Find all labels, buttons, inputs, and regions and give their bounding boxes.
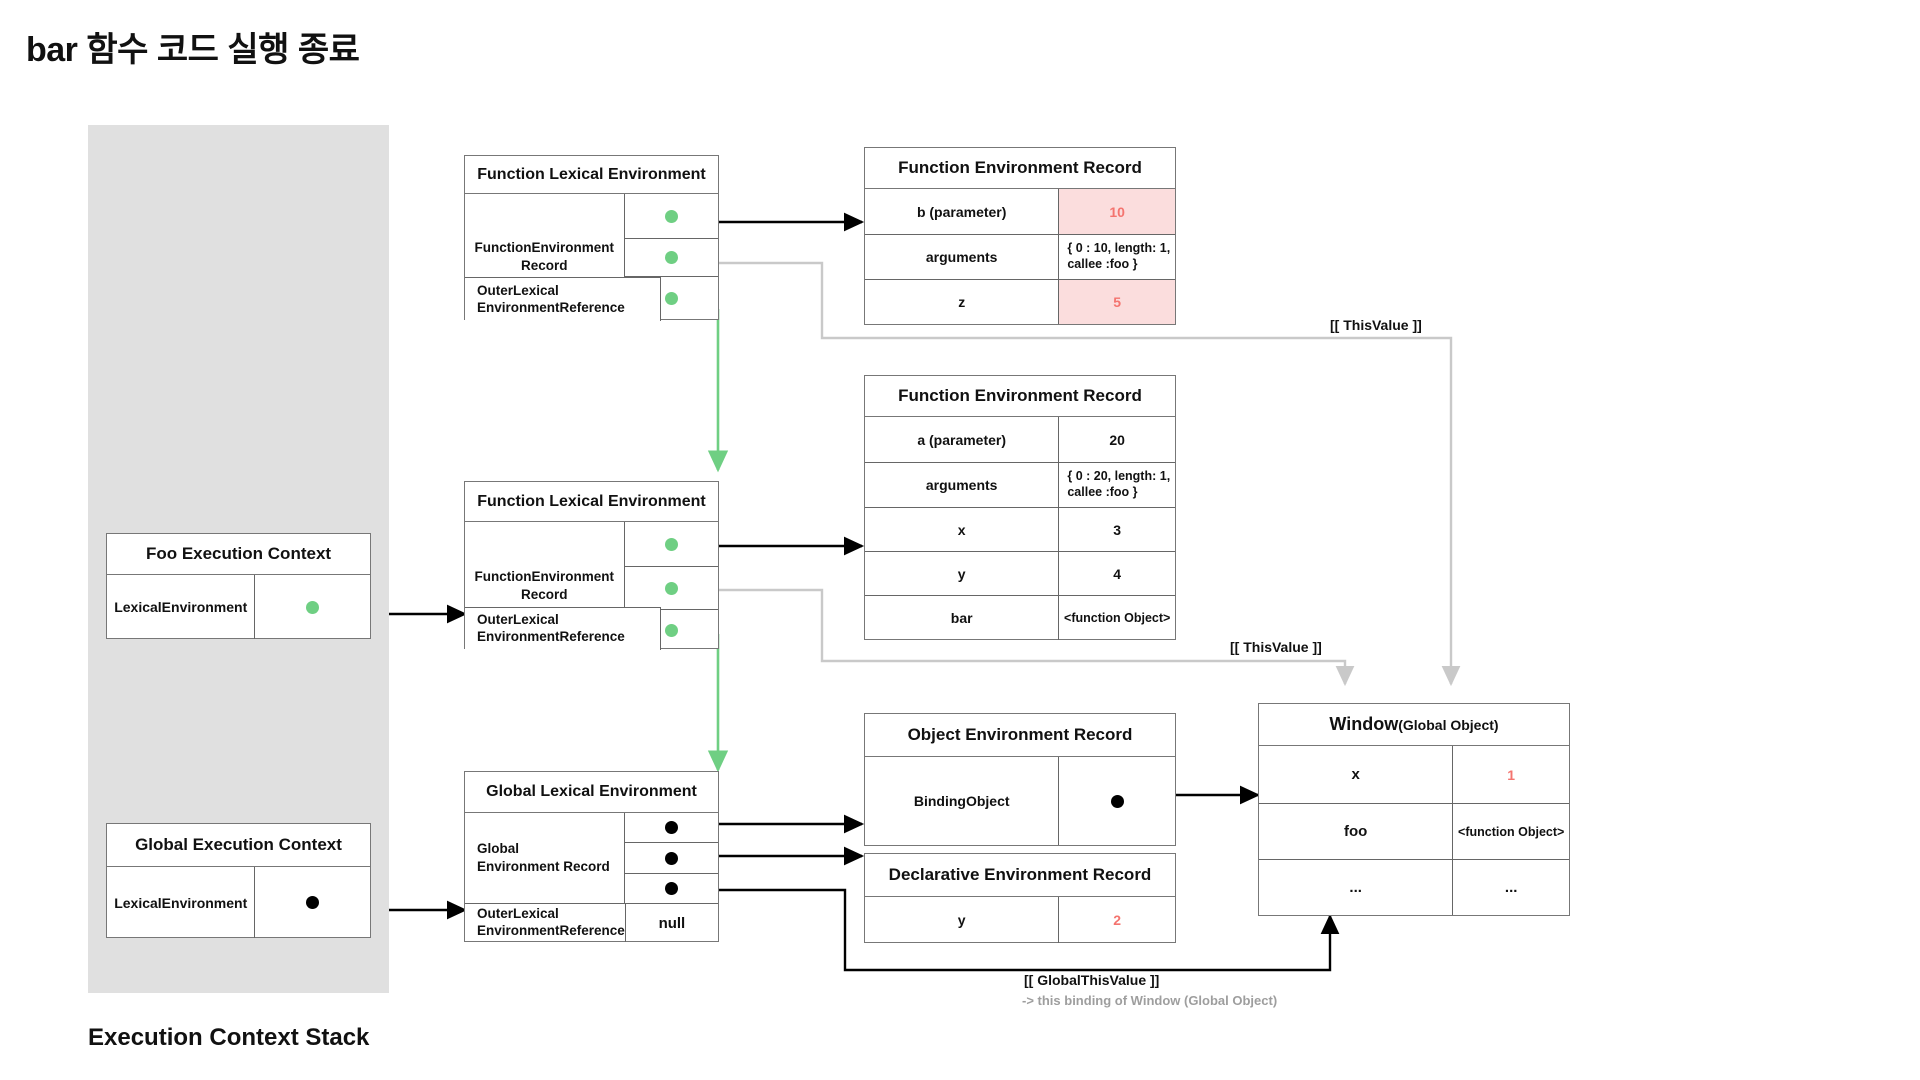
window-row-key: foo xyxy=(1344,823,1368,840)
pointer-dot-icon xyxy=(306,600,320,614)
foo-fer-row-value: 20 xyxy=(1058,417,1175,462)
global-le-outer-label-line1: OuterLexical xyxy=(477,906,559,922)
foo-fle-header: Function Lexical Environment xyxy=(465,482,718,522)
bar-fle-outer-label: OuterLexical EnvironmentReference xyxy=(465,277,661,321)
global-le-outer-label: OuterLexical EnvironmentReference xyxy=(465,904,625,942)
foo-fle-record-label-line1: FunctionEnvironment xyxy=(474,569,615,585)
foo-function-lexical-environment[interactable]: Function Lexical Environment FunctionEnv… xyxy=(464,481,719,650)
global-le-objectrecord-slot[interactable] xyxy=(623,813,718,843)
foo-fle-record-label: FunctionEnvironment Record xyxy=(465,522,624,650)
bar-fer-row-value: 5 xyxy=(1058,280,1175,324)
page-title: bar 함수 코드 실행 종료 xyxy=(26,31,360,69)
global-le-outer-value: null xyxy=(624,904,718,942)
foo-ec-lexicalenvironment-label: LexicalEnvironment xyxy=(114,599,248,615)
bar-fer-row-value: 10 xyxy=(1058,189,1175,234)
declarative-env-row-key: y xyxy=(957,912,966,928)
bar-fle-outer-label-line1: OuterLexical xyxy=(477,282,559,298)
execution-context-stack-caption: Execution Context Stack xyxy=(88,1024,370,1051)
global-le-declarativerecord-slot[interactable] xyxy=(623,843,718,874)
foo-fle-outer-label-line1: OuterLexical xyxy=(477,612,559,628)
foo-ec-lexicalenvironment-slot[interactable] xyxy=(254,575,370,639)
global-le-record-label: Global Environment Record xyxy=(465,813,624,903)
foo-fer-row-key: arguments xyxy=(925,477,998,493)
declarative-env-row-value: 2 xyxy=(1058,897,1175,943)
window-row-value: <function Object> xyxy=(1452,804,1569,859)
global-execution-context[interactable]: Global Execution Context LexicalEnvironm… xyxy=(106,823,371,938)
bar-fle-header: Function Lexical Environment xyxy=(465,156,718,194)
foo-fle-record-label-line2: Record xyxy=(521,587,568,602)
global-le-globalthisvalue-slot[interactable] xyxy=(623,874,718,903)
bar-fer-row-key: b (parameter) xyxy=(916,203,1007,220)
window-row-key: ... xyxy=(1349,879,1362,896)
this-value-label-top: [[ ThisValue ]] xyxy=(1330,317,1422,333)
this-value-label-mid: [[ ThisValue ]] xyxy=(1230,639,1322,655)
pointer-dot-icon xyxy=(664,537,678,551)
global-le-header: Global Lexical Environment xyxy=(465,772,718,813)
foo-fer-row-value: <function Object> xyxy=(1058,596,1175,640)
foo-fer-row-value: { 0 : 20, length: 1, callee :foo } xyxy=(1058,463,1175,507)
declarative-environment-record[interactable]: Declarative Environment Record y 2 xyxy=(864,853,1176,943)
pointer-dot-icon xyxy=(664,623,678,637)
pointer-dot-icon xyxy=(1110,794,1124,808)
bar-fle-record-slot[interactable] xyxy=(623,194,718,239)
window-header: Window(Global Object) xyxy=(1259,704,1569,746)
pointer-dot-icon xyxy=(664,209,678,223)
pointer-dot-icon xyxy=(664,821,678,834)
foo-fle-outer-label-line2: EnvironmentReference xyxy=(477,629,625,644)
foo-fer-row-key: bar xyxy=(950,610,973,626)
global-ec-lexicalenvironment-slot[interactable] xyxy=(254,867,370,938)
window-header-sub: (Global Object) xyxy=(1398,716,1499,733)
window-row-key: x xyxy=(1351,766,1360,783)
pointer-dot-icon xyxy=(664,851,678,865)
foo-fer-row-key: y xyxy=(957,565,966,582)
bar-fer-header: Function Environment Record xyxy=(865,148,1175,189)
foo-fer-row-value: 3 xyxy=(1058,508,1175,551)
foo-fle-thisvalue-slot[interactable] xyxy=(623,567,718,610)
foo-execution-context[interactable]: Foo Execution Context LexicalEnvironment xyxy=(106,533,371,639)
bar-fer-row-key: z xyxy=(958,294,966,310)
object-env-bindingobject-slot[interactable] xyxy=(1058,757,1175,845)
global-le-record-label-line2: Environment Record xyxy=(477,859,610,874)
window-row-value: 1 xyxy=(1452,746,1569,803)
bar-function-lexical-environment[interactable]: Function Lexical Environment FunctionEnv… xyxy=(464,155,719,321)
window-global-object[interactable]: Window(Global Object) x 1 foo <function … xyxy=(1258,703,1570,916)
foo-function-environment-record[interactable]: Function Environment Record a (parameter… xyxy=(864,375,1176,640)
foo-execution-context-header: Foo Execution Context xyxy=(107,534,370,575)
pointer-dot-icon xyxy=(664,882,678,895)
global-ec-lexicalenvironment-label: LexicalEnvironment xyxy=(114,894,248,911)
global-lexical-environment[interactable]: Global Lexical Environment Global Enviro… xyxy=(464,771,719,942)
bar-fer-row-key: arguments xyxy=(925,249,998,265)
foo-fer-header: Function Environment Record xyxy=(865,376,1175,417)
bar-fle-thisvalue-slot[interactable] xyxy=(623,239,718,277)
global-this-value-sublabel: -> this binding of Window (Global Object… xyxy=(1022,993,1278,1008)
object-env-bindingobject-label: BindingObject xyxy=(913,793,1010,809)
global-this-value-label: [[ GlobalThisValue ]] xyxy=(1024,972,1160,988)
foo-fer-row-key: a (parameter) xyxy=(917,431,1007,448)
pointer-dot-icon xyxy=(664,292,678,305)
object-environment-record[interactable]: Object Environment Record BindingObject xyxy=(864,713,1176,846)
foo-fle-outer-label: OuterLexical EnvironmentReference xyxy=(465,607,661,650)
window-header-main: Window xyxy=(1329,714,1399,734)
bar-fer-row-value: { 0 : 10, length: 1, callee :foo } xyxy=(1058,235,1175,279)
bar-fle-outer-label-line2: EnvironmentReference xyxy=(477,299,625,315)
bar-fle-record-label-line2: Record xyxy=(521,258,568,273)
pointer-dot-icon xyxy=(664,581,678,595)
bar-fle-record-label: FunctionEnvironment Record xyxy=(465,194,624,320)
object-env-header: Object Environment Record xyxy=(865,714,1175,757)
global-execution-context-header: Global Execution Context xyxy=(107,824,370,867)
foo-fle-record-slot[interactable] xyxy=(623,522,718,567)
declarative-env-header: Declarative Environment Record xyxy=(865,854,1175,897)
global-le-record-label-line1: Global xyxy=(477,841,520,857)
window-row-value: ... xyxy=(1452,860,1569,915)
foo-fer-row-value: 4 xyxy=(1058,552,1175,595)
foo-fer-row-key: x xyxy=(957,521,966,538)
bar-function-environment-record[interactable]: Function Environment Record b (parameter… xyxy=(864,147,1176,325)
global-le-outer-label-line2: EnvironmentReference xyxy=(477,923,625,938)
pointer-dot-icon xyxy=(306,896,320,909)
pointer-dot-icon xyxy=(664,251,678,264)
bar-fle-record-label-line1: FunctionEnvironment xyxy=(474,240,615,256)
